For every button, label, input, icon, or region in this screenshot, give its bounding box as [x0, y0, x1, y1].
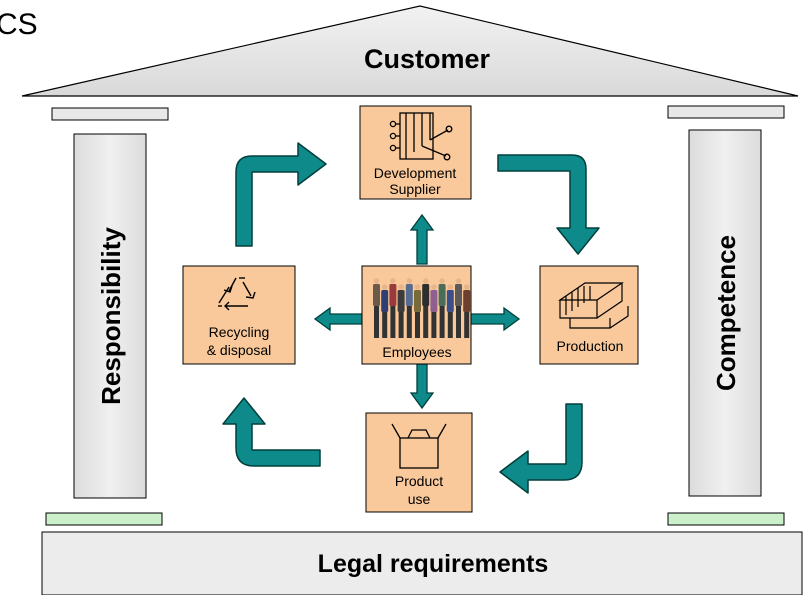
arrow-recycling-to-development: [235, 142, 327, 247]
arrow-employees-right: [469, 306, 521, 332]
box-development-line2: Supplier: [389, 181, 441, 197]
left-pillar-base: [45, 512, 163, 526]
corner-text-fragment: CS: [0, 8, 38, 41]
arrow-employees-up: [409, 213, 435, 265]
person-legs: [390, 306, 396, 338]
person-legs: [439, 306, 445, 338]
person-legs: [406, 306, 412, 338]
right-pillar-base: [667, 512, 785, 526]
right-pillar-capital: [667, 105, 785, 119]
person-head: [390, 278, 396, 284]
person-legs: [415, 312, 420, 338]
person-body: [373, 284, 380, 306]
right-pillar: [688, 129, 762, 497]
person-legs: [374, 306, 379, 338]
left-pillar: [73, 133, 147, 499]
person-head: [406, 278, 413, 284]
person-legs: [464, 312, 470, 338]
person-head: [455, 278, 462, 284]
person-legs: [431, 312, 437, 338]
recycling-icon: [218, 277, 256, 311]
roof-label: Customer: [364, 44, 491, 74]
person-body: [446, 290, 454, 312]
person-head: [398, 284, 404, 290]
person-head: [373, 278, 380, 284]
cycle-arrows: [222, 142, 600, 494]
employee-arrows: [313, 213, 521, 410]
left-pillar-capital: [51, 107, 169, 121]
person-body: [430, 290, 438, 312]
roof: [21, 5, 799, 97]
person-body: [389, 284, 397, 306]
person-body: [381, 290, 389, 312]
left-pillar-label: Responsibility: [96, 227, 126, 405]
arrow-product-use-to-recycling: [222, 397, 321, 467]
person-legs: [398, 312, 404, 338]
box-development-supplier: Development Supplier: [359, 105, 472, 200]
person-body: [397, 290, 405, 312]
person-head: [422, 278, 429, 284]
person-legs: [423, 306, 429, 338]
person-body: [405, 284, 413, 306]
person-legs: [382, 312, 388, 338]
arrow-employees-down: [409, 363, 435, 410]
person-legs: [456, 306, 461, 338]
box-recycling-line1: Recycling: [209, 324, 270, 340]
box-product-use-line1: Product: [395, 473, 443, 489]
person-legs: [447, 312, 453, 338]
box-employees-label: Employees: [382, 344, 451, 360]
person-head: [447, 284, 454, 290]
box-production: Production: [539, 265, 639, 365]
circuit-icon: [389, 112, 453, 161]
person-head: [463, 284, 470, 290]
open-box-icon: [391, 423, 447, 469]
box-production-label: Production: [557, 338, 624, 354]
arrow-production-to-product-use: [499, 403, 583, 494]
person-head: [431, 284, 437, 290]
box-product-use: Product use: [365, 412, 473, 513]
box-development-line1: Development: [374, 165, 457, 181]
production-line-icon: [558, 282, 629, 329]
right-pillar-label: Competence: [711, 235, 741, 391]
person-body: [438, 284, 446, 306]
person-head: [414, 284, 421, 290]
foundation-label: Legal requirements: [318, 550, 549, 578]
box-recycling-disposal: Recycling & disposal: [182, 265, 296, 365]
person-body: [463, 290, 471, 312]
person-body: [455, 284, 462, 306]
box-product-use-line2: use: [408, 491, 431, 507]
arrow-development-to-production: [497, 154, 600, 255]
box-employees: Employees: [361, 265, 472, 365]
person-head: [439, 278, 445, 284]
foundation: [41, 531, 803, 595]
person-head: [381, 284, 388, 290]
arrow-employees-left: [313, 306, 363, 332]
box-recycling-line2: & disposal: [207, 342, 272, 358]
person-body: [414, 290, 421, 312]
person-body: [422, 284, 430, 306]
people-group-icon: [373, 278, 471, 338]
